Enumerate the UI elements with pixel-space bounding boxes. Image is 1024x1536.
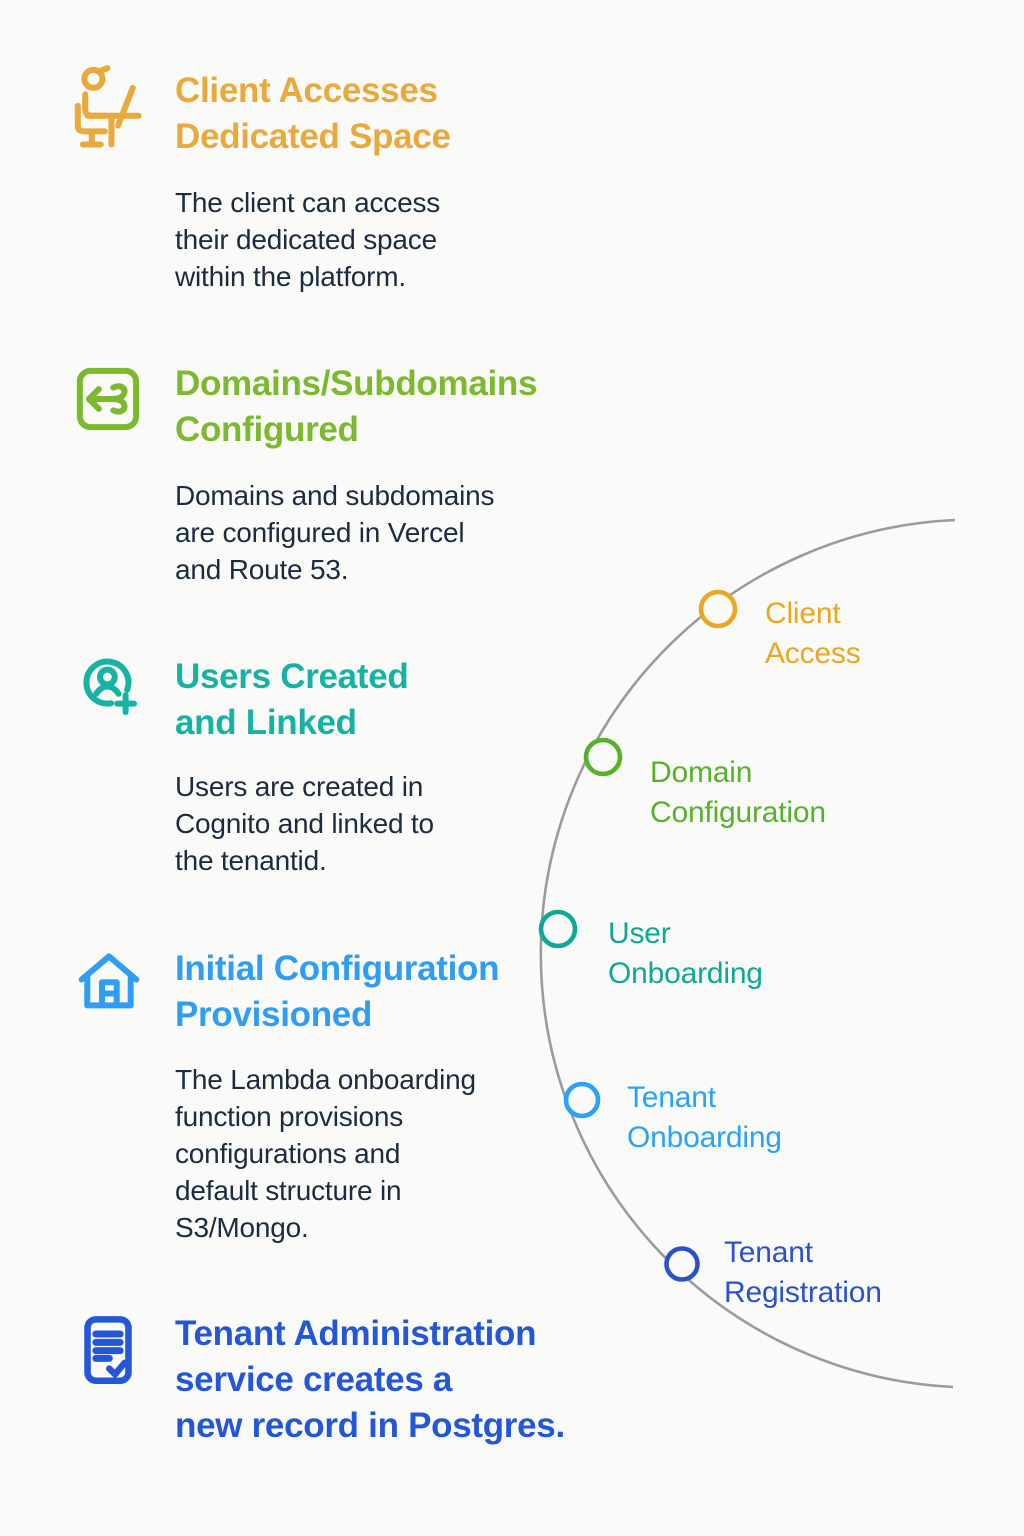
node-label-client-access: Client Access — [765, 597, 861, 670]
document-check-icon — [76, 1314, 140, 1388]
section-title-users: Users Created and Linked — [175, 657, 409, 742]
node-domain-configuration — [586, 740, 620, 774]
node-client-access — [701, 592, 735, 626]
section-body-client-access: The client can access their dedicated sp… — [175, 187, 441, 292]
circle-arc — [541, 520, 955, 1387]
section-body-initial-config: The Lambda onboarding function provision… — [175, 1064, 476, 1243]
node-tenant-onboarding — [566, 1084, 598, 1116]
section-title-domains: Domains/Subdomains Configured — [175, 364, 538, 449]
node-label-user-onboarding: User Onboarding — [608, 917, 763, 990]
node-user-onboarding — [541, 912, 575, 946]
section-body-domains: Domains and subdomains are configured in… — [175, 480, 495, 585]
node-label-tenant-registration: Tenant Registration — [724, 1236, 882, 1309]
add-user-icon — [78, 656, 148, 726]
node-label-domain-configuration: Domain Configuration — [650, 756, 826, 829]
person-at-desk-icon — [68, 62, 150, 158]
node-tenant-registration — [667, 1249, 698, 1280]
section-title-initial-config: Initial Configuration Provisioned — [175, 949, 500, 1034]
domain-routing-icon — [73, 364, 149, 440]
section-body-users: Users are created in Cognito and linked … — [175, 771, 434, 876]
section-title-tenant-admin: Tenant Administration service creates a … — [175, 1314, 565, 1445]
node-label-tenant-onboarding: Tenant Onboarding — [627, 1081, 782, 1154]
home-icon — [74, 950, 144, 1016]
section-title-client-access: Client Accesses Dedicated Space — [175, 71, 451, 156]
